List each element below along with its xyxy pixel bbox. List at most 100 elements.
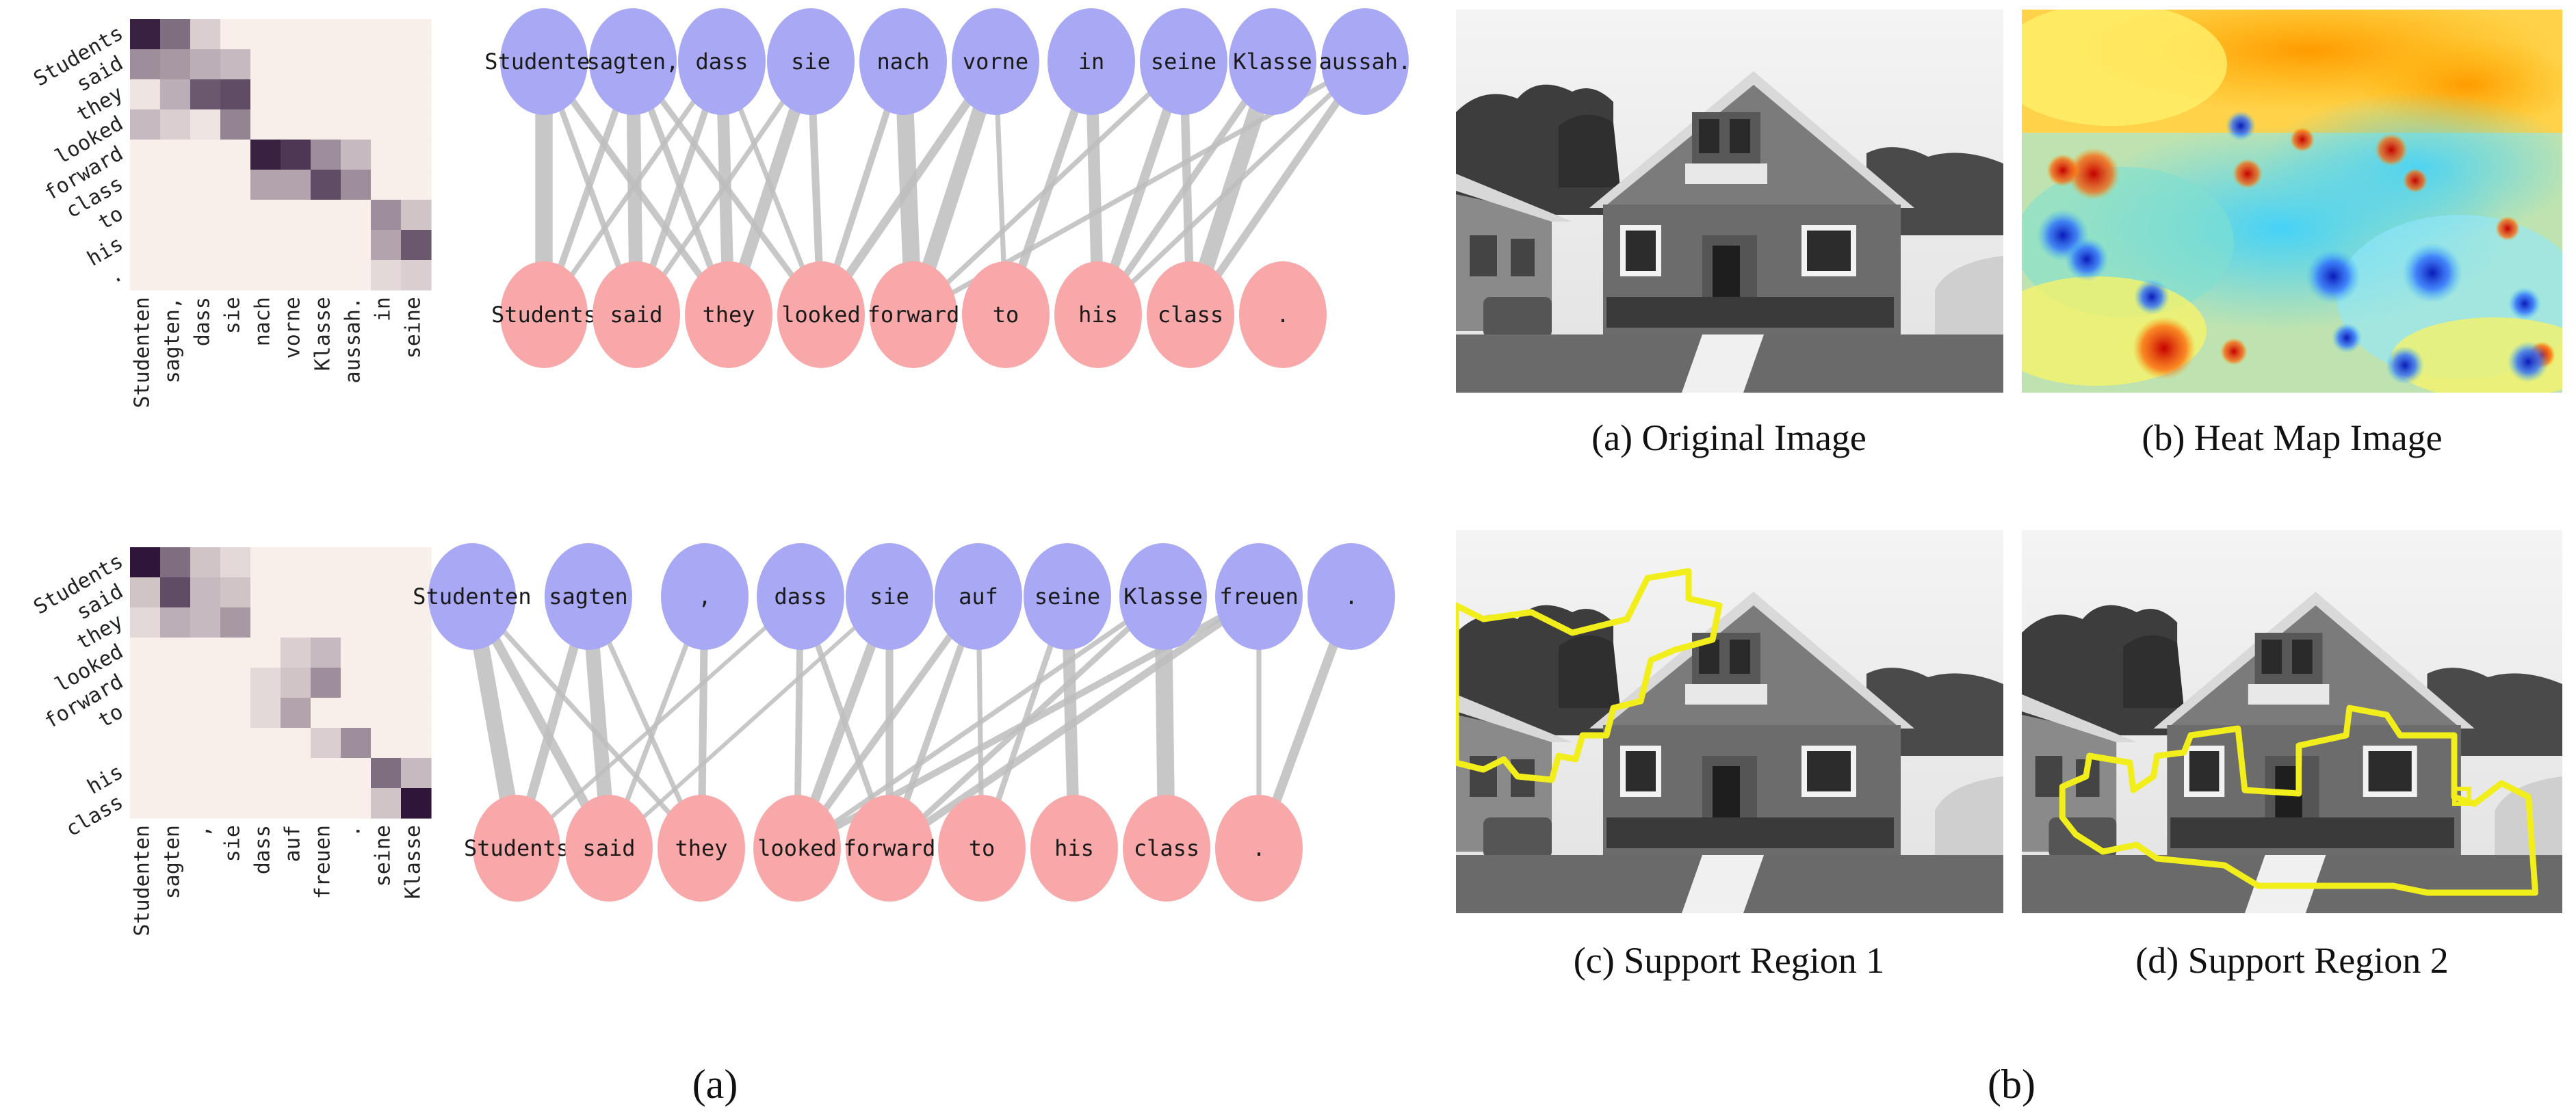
heatmap-cell (311, 698, 341, 729)
heatmap-cell (220, 758, 251, 789)
source-token-label: dass (774, 583, 827, 609)
heatmap-cell (401, 577, 432, 608)
alignment-edge (1095, 60, 1276, 317)
source-token-node (545, 543, 632, 650)
heatmap-cell (371, 758, 402, 789)
source-token-node (757, 543, 844, 650)
heatmap-cell (220, 607, 251, 638)
alignment-edge (542, 60, 724, 317)
source-token-node (952, 8, 1039, 115)
heatmap-cell (130, 638, 161, 668)
heatmap-cell (190, 668, 221, 698)
heatmap-cell (341, 728, 372, 759)
heatmap-cell (311, 170, 341, 200)
heatmap-cell (220, 547, 251, 578)
heatmap-cell (311, 230, 341, 261)
heatmap-cell (311, 79, 341, 110)
panel-a-label: (a) (692, 1062, 738, 1107)
heatmap-cell (401, 200, 432, 231)
target-token-label: his (1078, 302, 1118, 328)
heatmap-col-label: vorne (281, 297, 304, 358)
heatmap-col-label: aussah. (341, 297, 365, 383)
heatmap-cell (311, 140, 341, 170)
heatmap-cell (311, 668, 341, 698)
heatmap-cell (190, 758, 221, 789)
heatmap-col-label: nach (250, 297, 274, 346)
heatmap-cell (130, 49, 161, 80)
heatmap-cell (190, 19, 221, 50)
heatmap-cell (250, 200, 281, 231)
target-token-label: said (610, 302, 662, 328)
heatmap-cell (160, 668, 191, 698)
heatmap-cell (160, 200, 191, 231)
heatmap-cell (250, 109, 281, 140)
alignment-edge (794, 594, 981, 850)
heatmap-cell (130, 668, 161, 698)
heatmap-cell (311, 577, 341, 608)
heatmap-cell (371, 49, 402, 80)
target-token-node (938, 795, 1026, 902)
original-image (1456, 10, 2003, 393)
heatmap-cell (281, 698, 311, 729)
source-token-node (1140, 8, 1227, 115)
source-token-node (1321, 8, 1409, 115)
target-token-node (1215, 795, 1303, 902)
target-token-node (753, 795, 841, 902)
heatmap-cell (130, 607, 161, 638)
source-token-node (1229, 8, 1316, 115)
heatmap-cell (250, 230, 281, 261)
source-token-node (1215, 543, 1303, 650)
heatmap-cell (160, 230, 191, 261)
heatmap-cell (311, 200, 341, 231)
heatmap-cell (371, 170, 402, 200)
heatmap-cell (401, 547, 432, 578)
target-token-node (1123, 795, 1210, 902)
heatmap-cell (130, 109, 161, 140)
heatmap-cell (250, 547, 281, 578)
heatmap-col-label: Studenten (130, 297, 154, 408)
alignment-edge (1096, 60, 1367, 317)
heatmap-cell (160, 19, 191, 50)
alignment-edge (817, 59, 1000, 317)
heatmap-cell (341, 698, 372, 729)
heatmap-cell (281, 638, 311, 668)
heatmap-cell (371, 79, 402, 110)
heatmap-cell (130, 200, 161, 231)
heatmap-cell (250, 638, 281, 668)
heatmap-cell (401, 668, 432, 698)
target-token-node (1147, 261, 1234, 368)
heatmap-cell (160, 260, 191, 291)
heatmap-cell (220, 109, 251, 140)
heatmap-cell (130, 788, 161, 819)
heatmap-cell (341, 79, 372, 110)
source-token-label: sie (791, 49, 831, 75)
source-token-node (1307, 543, 1395, 650)
heatmap-cell (311, 19, 341, 50)
heatmap-cell (220, 200, 251, 231)
target-token-node (1054, 261, 1142, 368)
heatmap-cell (130, 260, 161, 291)
source-token-node (1048, 8, 1135, 115)
heatmap-cell (220, 728, 251, 759)
source-token-node (859, 8, 947, 115)
heatmap-cell (190, 200, 221, 231)
heatmap-cell (160, 638, 191, 668)
source-token-label: , (698, 583, 711, 609)
heatmap-cell (220, 260, 251, 291)
heatmap-cell (281, 49, 311, 80)
heatmap-cell (281, 728, 311, 759)
support-region-2-image (2022, 530, 2562, 913)
heatmap-cell (311, 788, 341, 819)
source-token-label: vorne (963, 49, 1028, 75)
heatmap-cell (311, 638, 341, 668)
heatmap-cell (130, 577, 161, 608)
target-token-label: said (582, 835, 635, 861)
source-token-label: in (1078, 49, 1105, 75)
heatmap-cell (190, 788, 221, 819)
heatmap-cell (160, 79, 191, 110)
heatmap-cell (401, 607, 432, 638)
target-token-node (593, 261, 680, 368)
target-token-label: Students (464, 835, 569, 861)
heatmap-cell (250, 577, 281, 608)
target-token-label: forward (844, 835, 936, 861)
